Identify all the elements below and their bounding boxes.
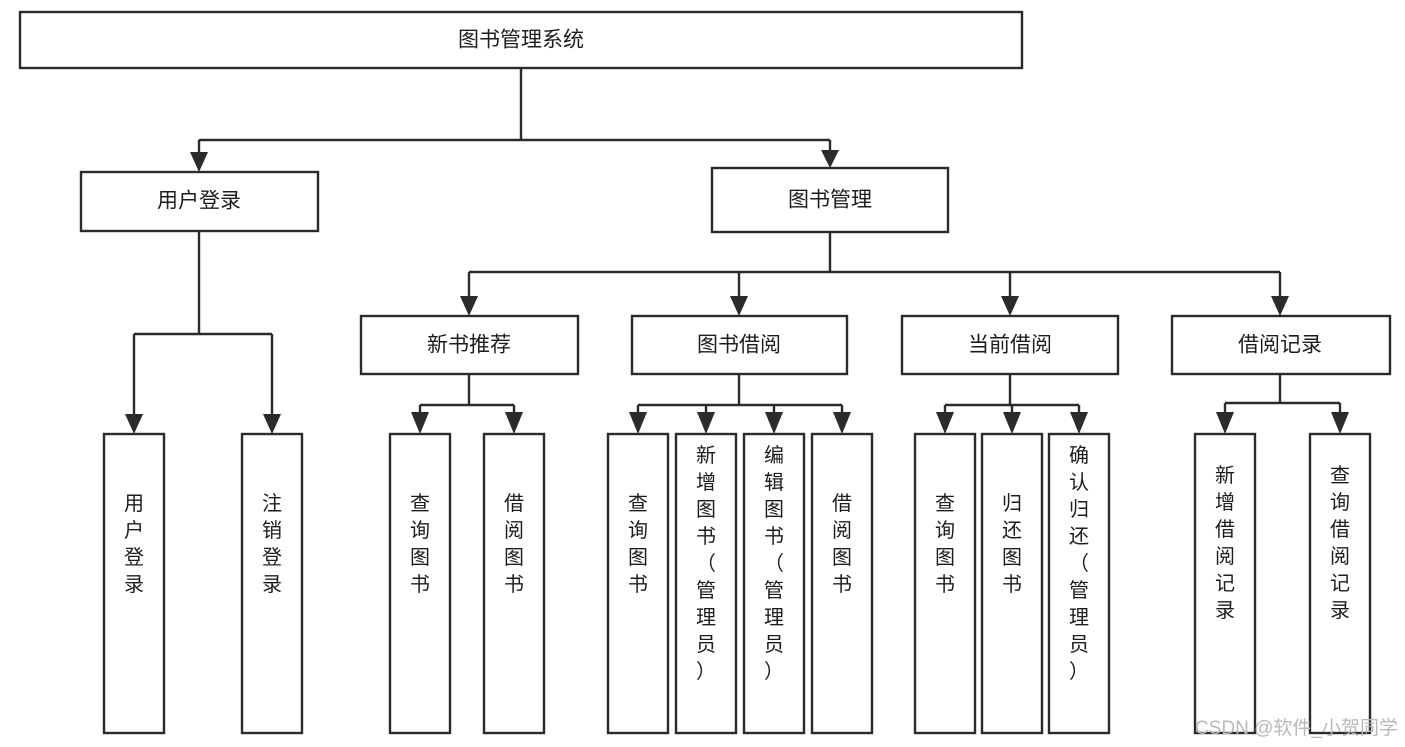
arrow-head-leaf-query-record <box>1331 412 1349 434</box>
arrow-head-leaf-add-book <box>697 412 715 434</box>
node-book-management-label: 图书管理 <box>788 189 872 212</box>
arrow-head-new-book-recommend <box>460 296 478 316</box>
node-leaf-user-login-label: 用户登录 <box>124 493 144 596</box>
node-leaf-query-record-label: 查询借阅记录 <box>1330 464 1350 622</box>
node-user-login[interactable]: 用户登录 <box>79 170 320 233</box>
node-leaf-edit-book-box[interactable] <box>742 432 806 735</box>
node-leaf-query-book-2-label: 查询图书 <box>628 492 648 596</box>
arrow-head-leaf-query-book-3 <box>936 412 954 434</box>
node-current-borrow[interactable]: 当前借阅 <box>900 314 1120 376</box>
arrow-head-book-borrow <box>730 296 748 316</box>
node-leaf-user-logout[interactable]: 注销登录 <box>240 432 304 735</box>
node-leaf-user-login[interactable]: 用户登录 <box>102 432 166 735</box>
node-leaf-query-book-1-label: 查询图书 <box>410 492 430 596</box>
node-borrow-record[interactable]: 借阅记录 <box>1170 314 1392 376</box>
arrow-head-leaf-user-logout <box>263 414 281 434</box>
node-borrow-record-label: 借阅记录 <box>1238 334 1322 357</box>
node-leaf-borrow-book-1[interactable]: 借阅图书 <box>482 432 546 735</box>
node-leaf-query-book-3[interactable]: 查询图书 <box>913 432 977 735</box>
node-borrow-record-box[interactable] <box>1170 314 1392 376</box>
node-leaf-user-login-box[interactable] <box>102 432 166 735</box>
arrow-head-borrow-record <box>1271 296 1289 316</box>
node-root-box[interactable] <box>18 10 1024 70</box>
node-leaf-borrow-book-2-label: 借阅图书 <box>832 492 852 596</box>
node-current-borrow-box[interactable] <box>900 314 1120 376</box>
node-book-borrow[interactable]: 图书借阅 <box>630 314 849 376</box>
node-leaf-edit-book[interactable]: 编辑图书（管理员） <box>742 432 806 735</box>
node-leaf-add-book[interactable]: 新增图书（管理员） <box>674 432 738 735</box>
arrow-head-leaf-query-book-2 <box>629 412 647 434</box>
node-leaf-return-book[interactable]: 归还图书 <box>980 432 1044 735</box>
node-current-borrow-label: 当前借阅 <box>968 334 1052 357</box>
node-leaf-query-record[interactable]: 查询借阅记录 <box>1308 432 1372 735</box>
arrow-head-user-login <box>190 152 208 172</box>
node-leaf-add-record-label: 新增借阅记录 <box>1215 464 1235 622</box>
node-book-management[interactable]: 图书管理 <box>710 166 950 234</box>
node-leaf-query-book-3-box[interactable] <box>913 432 977 735</box>
node-leaf-query-book-2-box[interactable] <box>606 432 670 735</box>
node-leaf-user-logout-box[interactable] <box>240 432 304 735</box>
node-leaf-confirm-return[interactable]: 确认归还（管理员） <box>1047 432 1111 735</box>
node-leaf-add-record-box[interactable] <box>1193 432 1257 735</box>
node-user-login-label: 用户登录 <box>157 190 241 213</box>
arrow-head-leaf-return-book <box>1003 412 1021 434</box>
node-leaf-confirm-return-label: 确认归还（管理员） <box>1069 444 1089 683</box>
arrow-head-leaf-borrow-book-1 <box>505 412 523 434</box>
node-new-book-recommend[interactable]: 新书推荐 <box>359 314 580 376</box>
node-leaf-return-book-box[interactable] <box>980 432 1044 735</box>
node-leaf-confirm-return-box[interactable] <box>1047 432 1111 735</box>
node-leaf-borrow-book-2[interactable]: 借阅图书 <box>810 432 874 735</box>
node-leaf-borrow-book-1-box[interactable] <box>482 432 546 735</box>
arrow-head-leaf-edit-book <box>765 412 783 434</box>
node-leaf-query-book-1[interactable]: 查询图书 <box>388 432 452 735</box>
node-leaf-add-book-box[interactable] <box>674 432 738 735</box>
node-book-borrow-box[interactable] <box>630 314 849 376</box>
csdn-watermark: CSDN @软件_小贺同学 <box>1195 717 1398 739</box>
node-root[interactable]: 图书管理系统 <box>18 10 1024 70</box>
node-leaf-borrow-book-2-box[interactable] <box>810 432 874 735</box>
node-leaf-user-logout-label: 注销登录 <box>262 492 282 596</box>
node-user-login-box[interactable] <box>79 170 320 233</box>
node-book-borrow-label: 图书借阅 <box>697 334 781 357</box>
connector-layer <box>125 68 1349 434</box>
node-leaf-query-book-1-box[interactable] <box>388 432 452 735</box>
arrow-head-current-borrow <box>1001 296 1019 316</box>
node-book-management-box[interactable] <box>710 166 950 234</box>
node-leaf-borrow-book-1-label: 借阅图书 <box>504 492 524 596</box>
node-leaf-query-record-box[interactable] <box>1308 432 1372 735</box>
arrow-head-leaf-borrow-book-2 <box>833 412 851 434</box>
node-leaf-edit-book-label: 编辑图书（管理员） <box>764 444 784 683</box>
arrow-head-leaf-add-record <box>1216 412 1234 434</box>
node-leaf-return-book-label: 归还图书 <box>1002 492 1022 596</box>
node-new-book-recommend-box[interactable] <box>359 314 580 376</box>
node-root-label: 图书管理系统 <box>458 29 584 52</box>
node-leaf-add-book-label: 新增图书（管理员） <box>696 444 716 683</box>
arrow-head-book-management <box>821 150 839 168</box>
node-leaf-query-book-2[interactable]: 查询图书 <box>606 432 670 735</box>
node-leaf-query-book-3-label: 查询图书 <box>935 492 955 596</box>
arrow-head-leaf-confirm-return <box>1070 412 1088 434</box>
node-new-book-recommend-label: 新书推荐 <box>427 334 511 357</box>
arrow-head-leaf-user-login <box>125 414 143 434</box>
arrow-head-leaf-query-book-1 <box>411 412 429 434</box>
node-leaf-add-record[interactable]: 新增借阅记录 <box>1193 432 1257 735</box>
